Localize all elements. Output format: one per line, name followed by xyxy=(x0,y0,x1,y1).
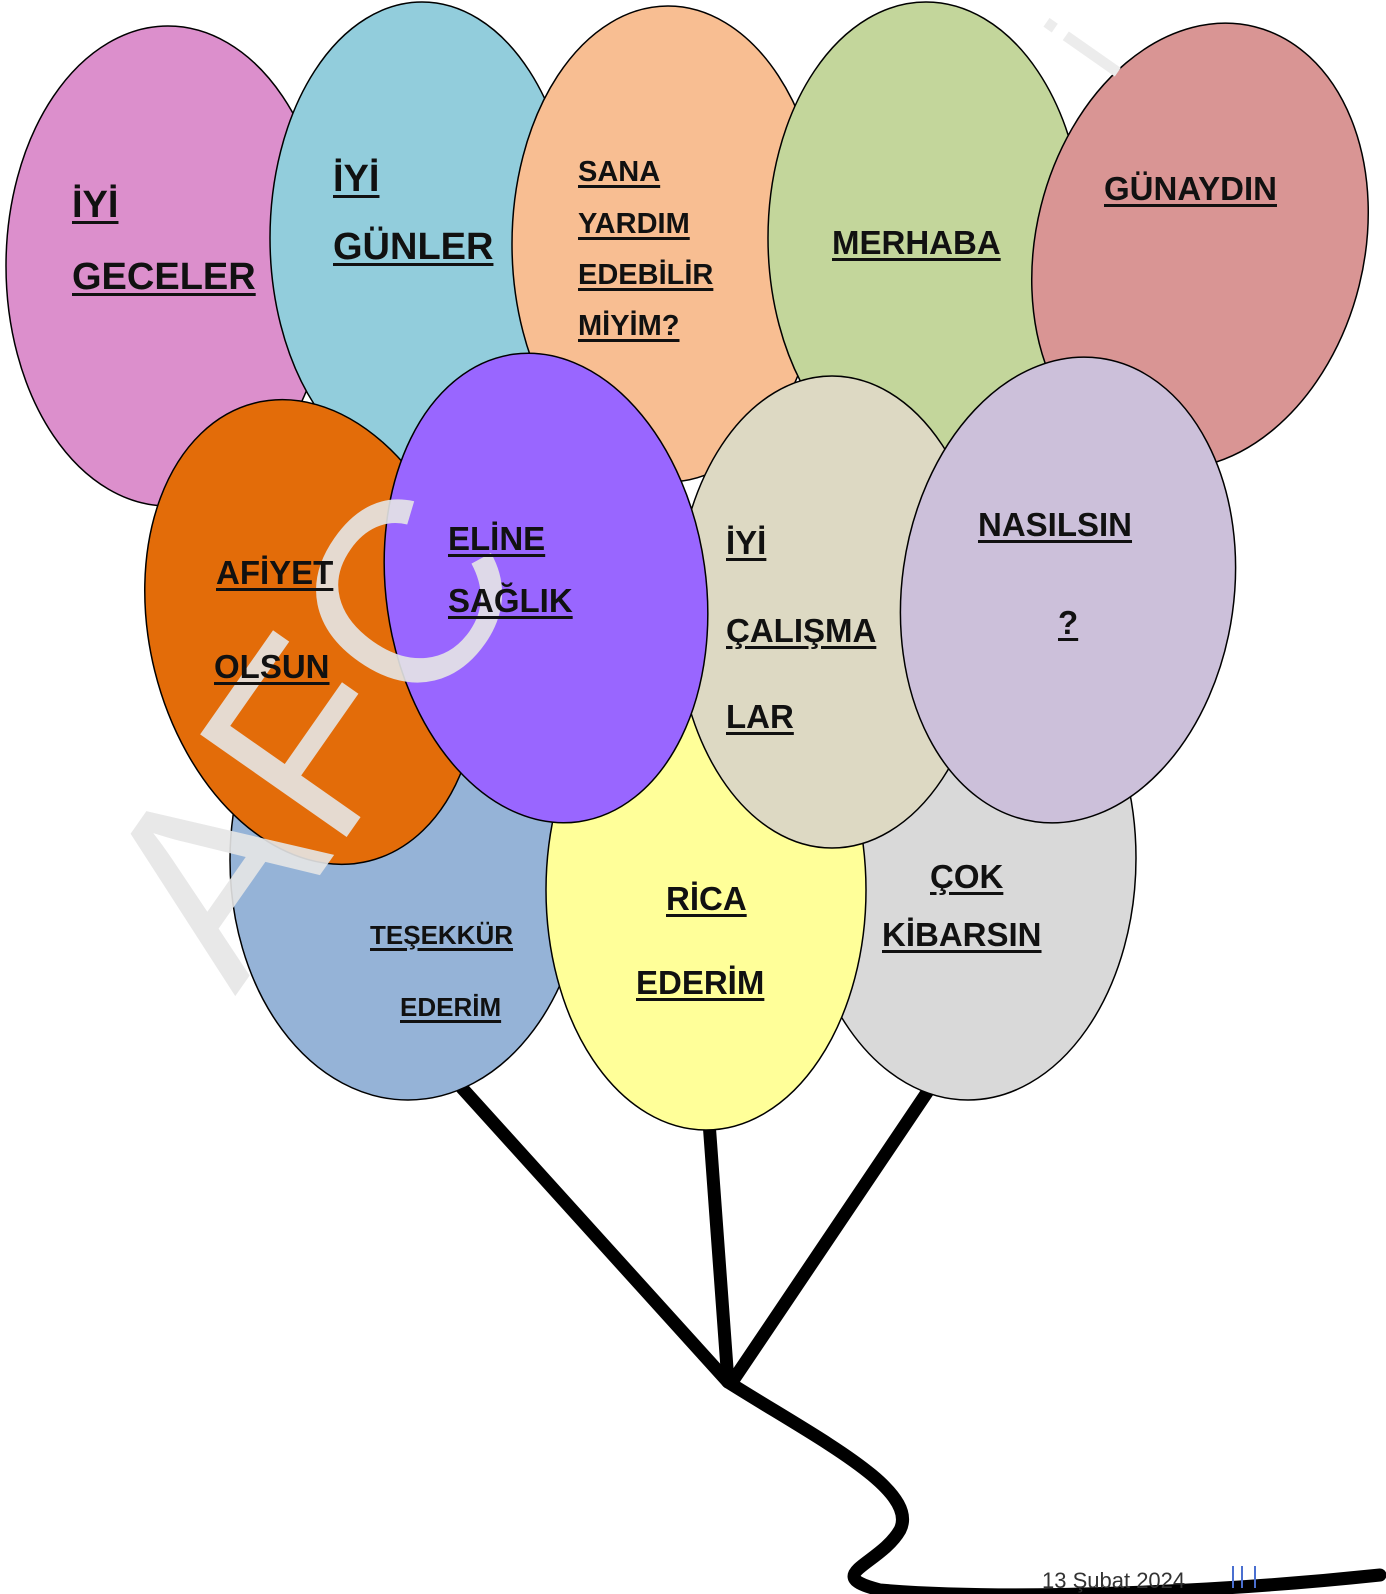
iyi-calismalar-line2: ÇALIŞMA xyxy=(726,612,877,649)
iyi-gunler-line1: İYİ xyxy=(333,158,380,200)
page-number-mark-icon xyxy=(1232,1566,1256,1588)
cok-kibarsin-line2: KİBARSIN xyxy=(882,916,1042,953)
nasilsin-line1: NASILSIN xyxy=(978,506,1133,543)
balloon-nasilsin xyxy=(899,356,1237,824)
iyi-gunler-line2: GÜNLER xyxy=(333,226,494,268)
sana-yardim-line1: SANA xyxy=(578,156,661,188)
iyi-geceler-line2: GECELER xyxy=(72,256,256,298)
sana-yardim-line4: MİYİM? xyxy=(578,310,680,342)
balloon-strings xyxy=(455,1081,1386,1594)
gunaydin-line1: GÜNAYDIN xyxy=(1104,170,1277,207)
cok-kibarsin-line1: ÇOK xyxy=(930,858,1004,895)
iyi-geceler-line1: İYİ xyxy=(72,184,119,226)
tesekkur-ederim-line2: EDERİM xyxy=(400,992,502,1022)
eline-saglik-line1: ELİNE xyxy=(448,520,546,557)
footer-date: 13 Şubat 2024 xyxy=(1042,1568,1186,1593)
afiyet-olsun-line1: AFİYET xyxy=(216,554,334,591)
afiyet-olsun-line2: OLSUN xyxy=(214,648,330,685)
rica-ederim-line2: EDERİM xyxy=(636,964,765,1001)
merhaba-line1: MERHABA xyxy=(832,224,1001,261)
rica-ederim-line1: RİCA xyxy=(666,880,747,917)
string-right xyxy=(725,1081,937,1389)
sana-yardim-line2: YARDIM xyxy=(578,208,690,240)
string-left xyxy=(455,1081,735,1389)
sana-yardim-line3: EDEBİLİR xyxy=(578,259,714,291)
eline-saglik-line2: SAĞLIK xyxy=(448,582,573,619)
string-middle xyxy=(701,1101,735,1389)
balloon-eline-saglik xyxy=(383,352,709,824)
nasilsin-line2: ? xyxy=(1058,604,1079,641)
iyi-calismalar-line3: LAR xyxy=(726,698,794,735)
tesekkur-ederim-line1: TEŞEKKÜR xyxy=(370,920,514,950)
iyi-calismalar-line1: İYİ xyxy=(726,524,767,561)
string-tail xyxy=(721,1375,1386,1594)
